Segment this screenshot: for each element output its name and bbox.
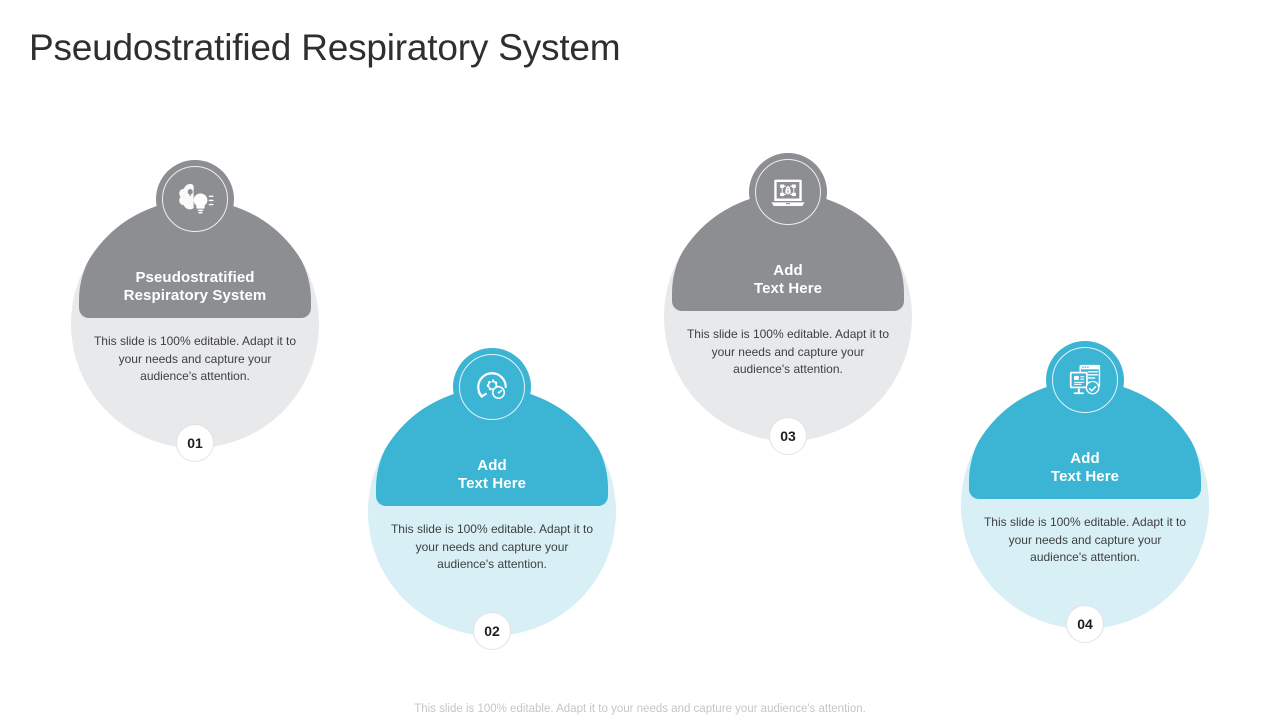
item-body-04: This slide is 100% editable. Adapt it to… — [983, 515, 1187, 564]
icon-badge-01[interactable] — [156, 160, 234, 238]
item-title-line1-03: Add — [773, 262, 803, 279]
item-title-02: Add Text Here — [376, 457, 608, 492]
gear-stopwatch-efficiency-icon — [477, 372, 507, 400]
icon-badge-02[interactable] — [453, 348, 531, 426]
infographic-item-01[interactable]: Pseudostratified Respiratory System This… — [71, 160, 319, 462]
item-number-badge-01: 01 — [176, 424, 214, 462]
item-title-line1-02: Add — [477, 457, 507, 474]
item-title-04: Add Text Here — [969, 450, 1201, 485]
item-circle-03: Add Text Here This slide is 100% editabl… — [664, 193, 912, 441]
item-circle-04: Add Text Here This slide is 100% editabl… — [961, 381, 1209, 629]
footer-note: This slide is 100% editable. Adapt it to… — [414, 703, 866, 715]
item-title-01: Pseudostratified Respiratory System — [79, 269, 311, 304]
item-body-03: This slide is 100% editable. Adapt it to… — [686, 327, 890, 376]
infographic-item-04[interactable]: Add Text Here This slide is 100% editabl… — [961, 341, 1209, 643]
item-body-02: This slide is 100% editable. Adapt it to… — [390, 522, 594, 571]
icon-badge-03[interactable] — [749, 153, 827, 231]
item-circle-01: Pseudostratified Respiratory System This… — [71, 200, 319, 448]
infographic-item-02[interactable]: Add Text Here This slide is 100% editabl… — [368, 348, 616, 650]
item-number-badge-03: 03 — [769, 417, 807, 455]
item-number-badge-04: 04 — [1066, 605, 1104, 643]
laptop-network-lock-security-icon — [771, 179, 805, 207]
item-body-01: This slide is 100% editable. Adapt it to… — [93, 334, 297, 383]
infographic-item-03[interactable]: Add Text Here This slide is 100% editabl… — [664, 153, 912, 455]
page-title: Pseudostratified Respiratory System — [29, 27, 621, 68]
brain-lightbulb-idea-icon — [179, 183, 214, 214]
monitor-document-check-approved-icon — [1069, 364, 1101, 395]
item-title-line2-04: Text Here — [1050, 467, 1120, 485]
item-title-line2-02: Text Here — [457, 474, 527, 492]
item-title-line1-01: Pseudostratified — [135, 269, 255, 286]
item-title-line2-03: Text Here — [753, 279, 823, 297]
item-number-badge-02: 02 — [473, 612, 511, 650]
icon-badge-04[interactable] — [1046, 341, 1124, 419]
item-title-line2-01: Respiratory System — [123, 286, 267, 304]
item-title-line1-04: Add — [1070, 450, 1100, 467]
item-title-03: Add Text Here — [672, 262, 904, 297]
